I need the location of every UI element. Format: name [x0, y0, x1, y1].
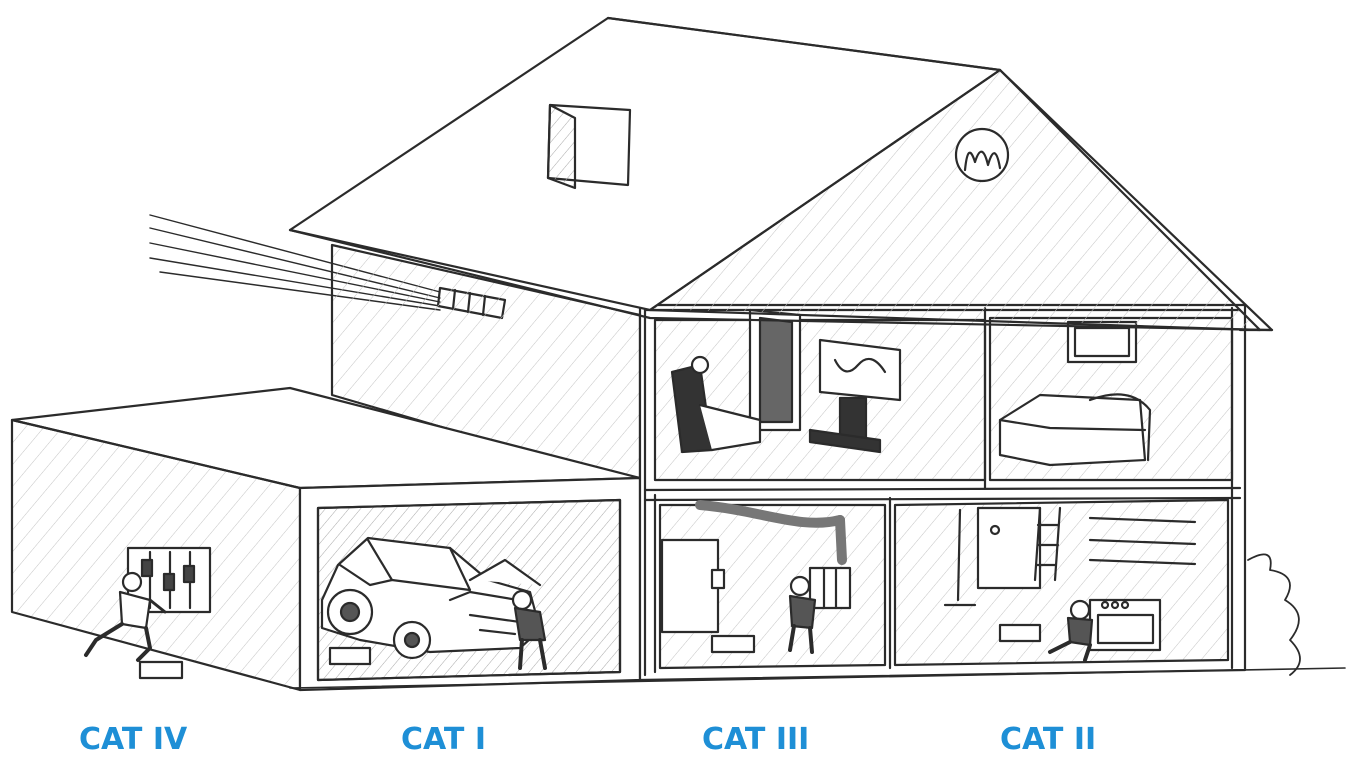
kitchen — [895, 500, 1228, 665]
cat-ii-label: CAT II — [1000, 720, 1096, 760]
cat-iv-label: CAT IV — [79, 720, 187, 760]
cat-i-label: CAT I — [401, 720, 486, 760]
furnace-room — [660, 505, 885, 668]
chimney — [548, 105, 630, 188]
shrub — [1248, 554, 1300, 675]
gable-vent — [956, 129, 1008, 181]
cat-iii-label: CAT III — [702, 720, 809, 760]
bedroom — [990, 318, 1232, 480]
living-room — [655, 310, 985, 480]
